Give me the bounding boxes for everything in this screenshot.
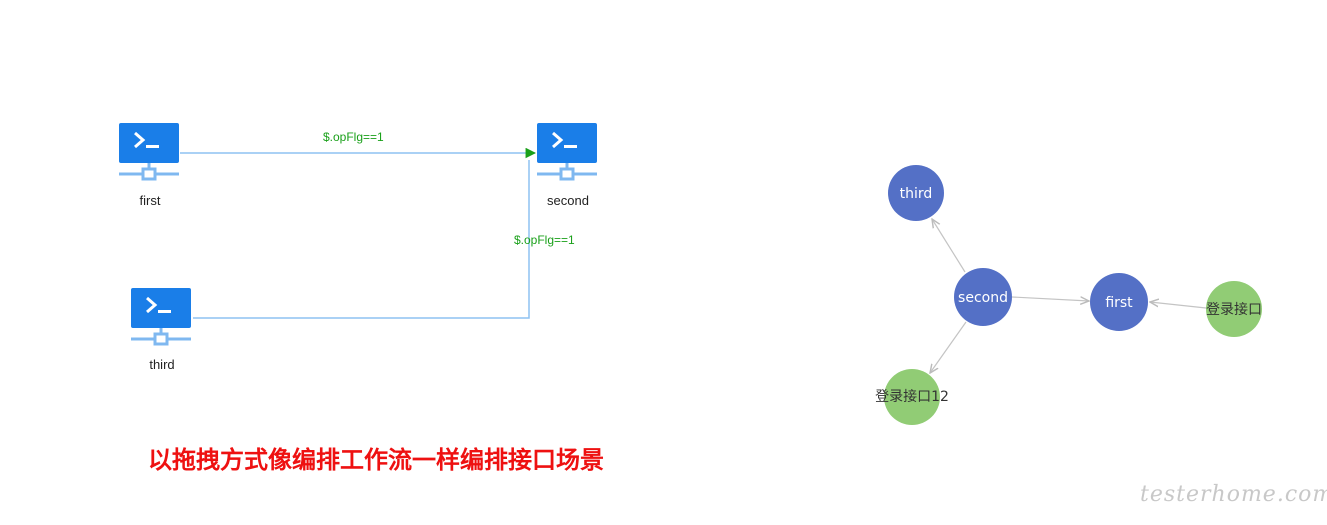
graph-node-label: third bbox=[900, 186, 933, 202]
terminal-icon bbox=[134, 131, 146, 149]
terminal-icon bbox=[552, 131, 564, 149]
graph-node-label: first bbox=[1105, 295, 1133, 311]
workflow-node-label: third bbox=[149, 357, 174, 372]
graph-node-first[interactable]: first bbox=[1090, 273, 1148, 331]
graph-edge-login-first bbox=[1150, 302, 1207, 309]
headline-caption: 以拖拽方式像编排工作流一样编排接口场景 bbox=[148, 446, 604, 474]
graph-node-label: second bbox=[958, 290, 1008, 306]
graph-node-login[interactable]: 登录接口 bbox=[1206, 281, 1262, 337]
workflow-node-first[interactable]: first bbox=[119, 123, 179, 208]
graph-node-label: 登录接口12 bbox=[875, 388, 949, 405]
terminal-icon bbox=[146, 296, 158, 314]
flow-edge-label: $.opFlg==1 bbox=[514, 233, 575, 247]
graph-node-login12[interactable]: 登录接口12 bbox=[875, 369, 949, 425]
flow-edge-third-second[interactable] bbox=[193, 160, 530, 319]
graph-node-second[interactable]: second bbox=[954, 268, 1012, 326]
graph-node-third[interactable]: third bbox=[888, 165, 944, 221]
graph-edge-second-login12 bbox=[930, 321, 967, 373]
workflow-node-label: first bbox=[140, 193, 161, 208]
graph-edge-second-third bbox=[932, 219, 966, 273]
graph-node-label: 登录接口 bbox=[1206, 301, 1262, 318]
workflow-node-label: second bbox=[547, 193, 589, 208]
dependency-graph: third second first 登录接口 登录接口12 bbox=[875, 165, 1262, 425]
graph-edge-second-first bbox=[1011, 297, 1089, 301]
watermark: testerhome.com bbox=[1140, 482, 1327, 507]
workflow-node-second[interactable]: second bbox=[537, 123, 597, 208]
flow-edge-label: $.opFlg==1 bbox=[323, 130, 384, 144]
workflow-editor: $.opFlg==1 $.opFlg==1 first second bbox=[119, 123, 597, 372]
workflow-node-third[interactable]: third bbox=[131, 288, 191, 372]
